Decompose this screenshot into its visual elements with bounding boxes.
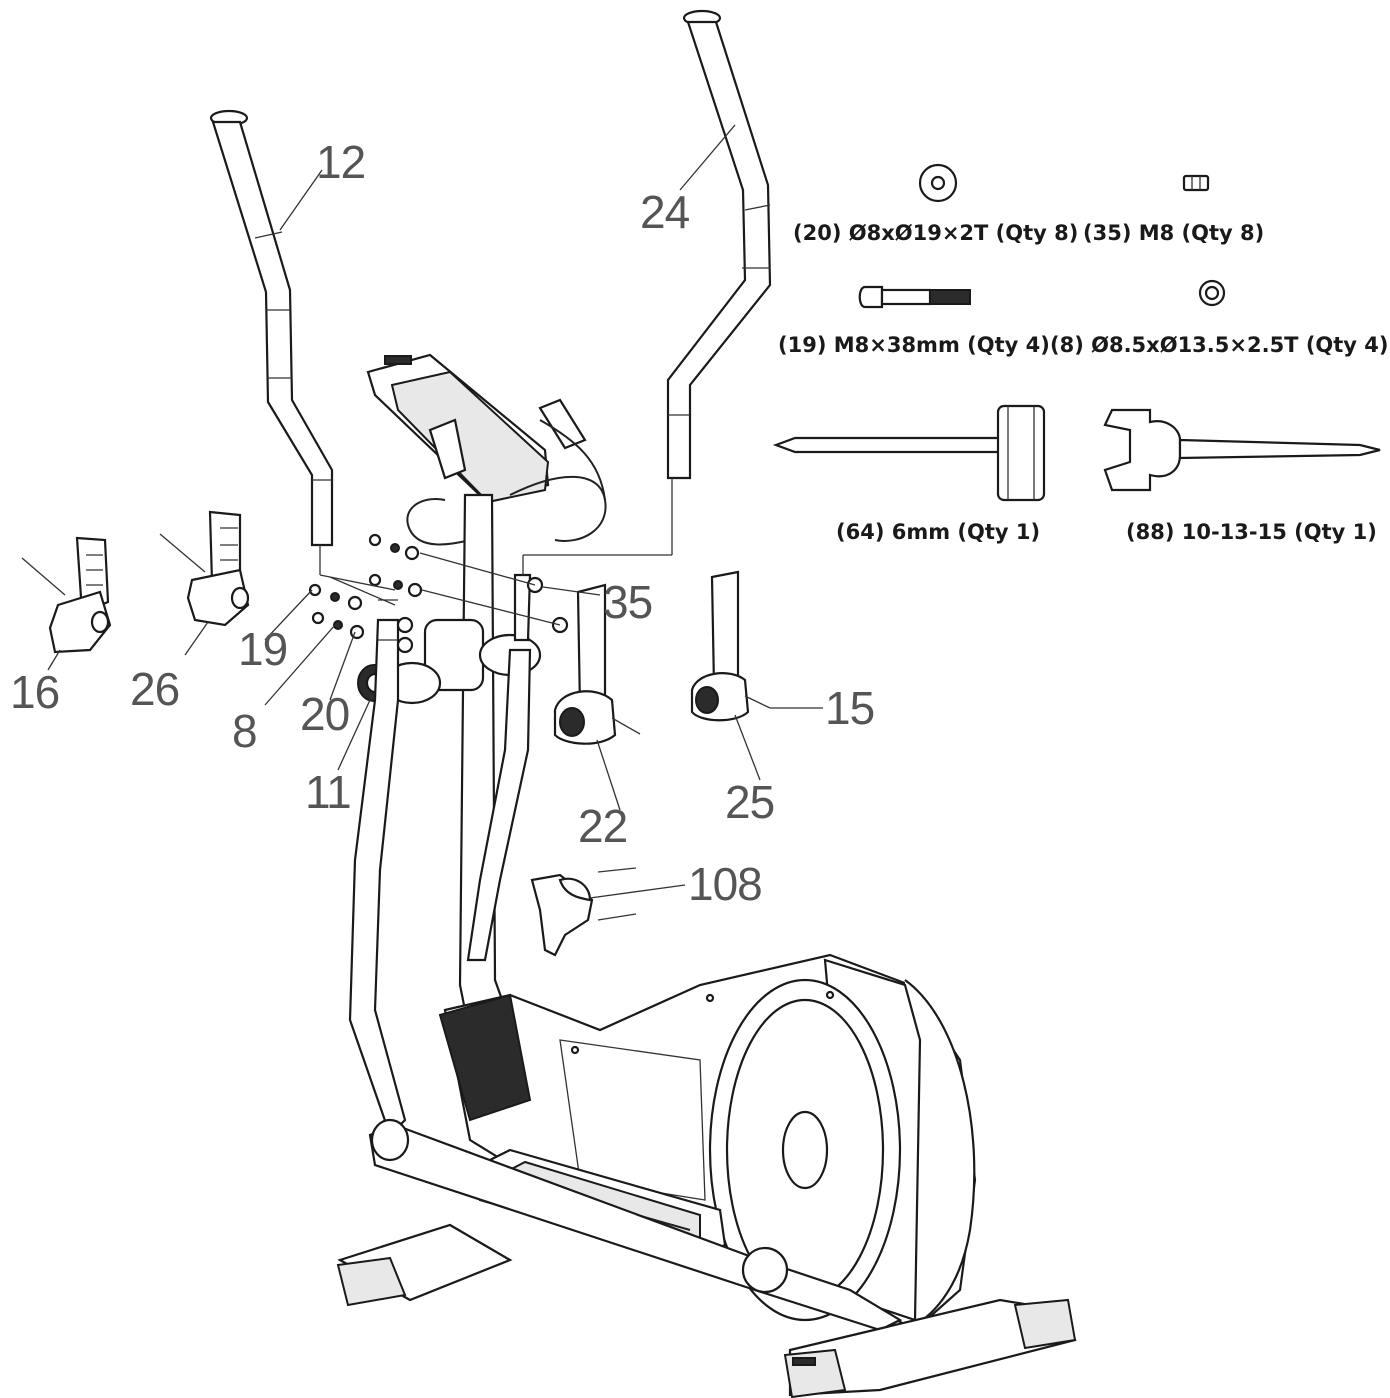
callout-24: 24 [640,186,690,238]
washer-small-icon [1198,279,1226,307]
sleeve-cover-25 [690,570,771,722]
lower-swing-arms [348,573,532,1138]
leader-lines [47,124,823,899]
callout-11: 11 [305,766,351,818]
allen-key-icon [772,404,1046,502]
right-upper-handlebar [666,9,772,480]
nut-icon [1182,174,1210,192]
label-washer-large: (20) Ø8xØ19×2T (Qty 8) [793,221,1078,245]
callout-19: 19 [238,623,287,675]
left-upper-handlebar [209,109,334,547]
static-handlebar [406,419,607,546]
label-washer-small: (8) Ø8.5xØ13.5×2.5T (Qty 4) [1050,333,1389,357]
pivot-cover-26 [159,510,250,627]
sleeve-cover-22 [553,583,641,745]
callout-15: 15 [825,682,874,734]
base-frame [336,1118,1077,1398]
bottle-holder [530,867,637,957]
pivot-hardware [308,533,569,654]
label-allen-key: (64) 6mm (Qty 1) [836,520,1040,544]
callout-8: 8 [232,705,257,757]
washer-large-icon [918,163,958,203]
callout-108: 108 [688,858,762,910]
callout-35: 35 [603,576,652,628]
callout-25: 25 [725,776,774,828]
callout-26: 26 [130,663,179,715]
callout-22: 22 [578,800,627,852]
callout-20: 20 [300,688,349,740]
label-wrench: (88) 10-13-15 (Qty 1) [1126,520,1377,544]
console [366,353,587,504]
pivot-cover-16 [21,536,112,654]
callout-16: 16 [10,666,59,718]
label-nut: (35) M8 (Qty 8) [1083,221,1264,245]
label-bolt: (19) M8×38mm (Qty 4) [778,333,1050,357]
flywheel-housing [438,953,977,1332]
bolt-icon [858,285,971,309]
callout-12: 12 [316,136,365,188]
wrench-icon [1103,408,1381,492]
